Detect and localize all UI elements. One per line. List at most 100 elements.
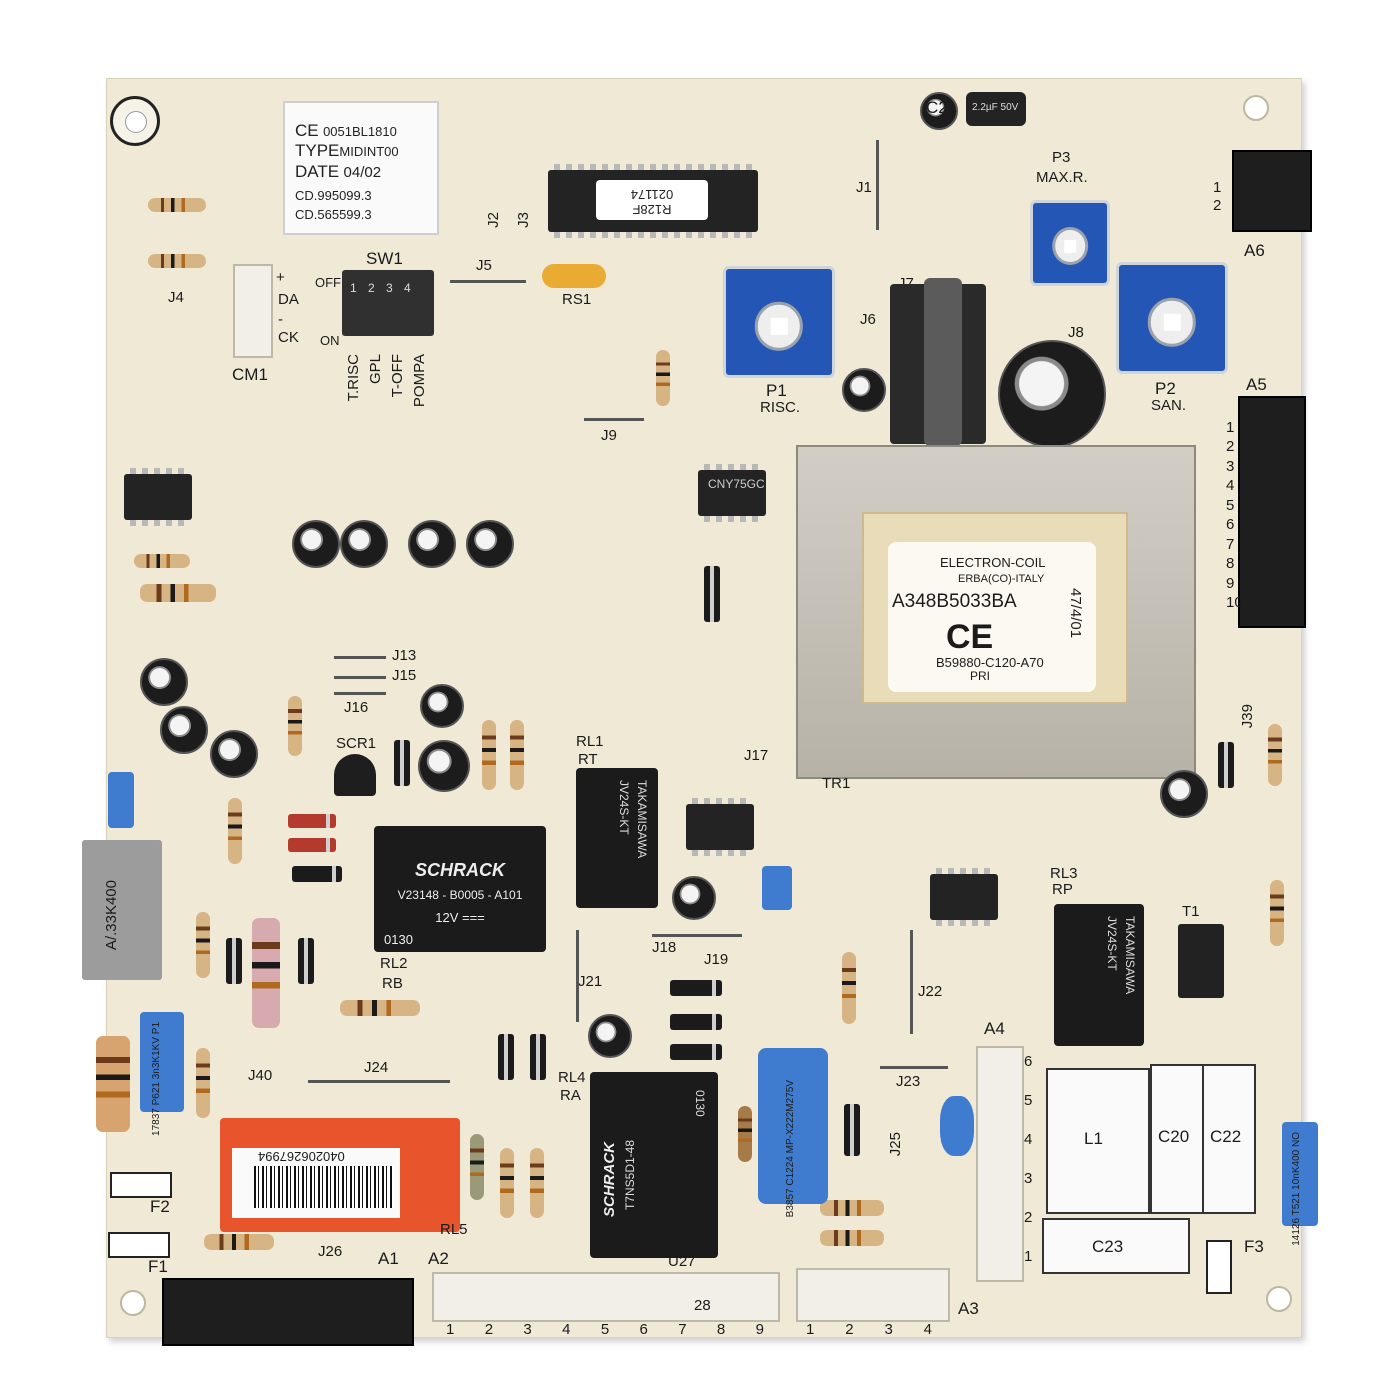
j24-wire — [308, 1080, 450, 1083]
c2-value: 2.2µF 50V — [972, 102, 1019, 113]
a4-pin: 4 — [1024, 1131, 1033, 1148]
resistor-v-5 — [1268, 724, 1282, 786]
a2-pin: 2 — [484, 1321, 494, 1338]
j23-label: J23 — [896, 1073, 921, 1090]
transformer-label — [888, 542, 1096, 692]
fuse-f3 — [1206, 1240, 1232, 1294]
a4-pin: 6 — [1024, 1053, 1033, 1070]
cm1-label: CM1 — [232, 365, 268, 384]
a4-connector — [976, 1046, 1024, 1282]
a6-label: A6 — [1244, 241, 1265, 260]
diode-6 — [298, 938, 314, 984]
a2-pin: 5 — [600, 1321, 610, 1338]
diode-7 — [1218, 742, 1234, 788]
optocoupler-2 — [698, 464, 766, 522]
resistor-v-7 — [842, 952, 856, 1024]
rl5-barcode — [254, 1166, 394, 1208]
type-key: TYPE — [295, 141, 340, 160]
f1-label: F1 — [148, 1257, 168, 1276]
a4-pin: 1 — [1024, 1248, 1033, 1265]
blue-cap-3-text: 14126 T521 10nK400 NO — [1291, 1132, 1302, 1246]
j2-label: J2 — [485, 212, 502, 228]
capacitor-left-1 — [140, 658, 188, 706]
rl1-label: RL1 — [576, 733, 604, 750]
capacitor-c20 — [1150, 1064, 1204, 1214]
a2-pin: 7 — [678, 1321, 687, 1338]
rl2-sub: RB — [382, 975, 403, 992]
resistor-v-3 — [510, 720, 524, 790]
resistor-top-left-1 — [148, 198, 206, 212]
j22-label: J22 — [918, 983, 943, 1000]
eprom-line-2: 021174 — [630, 187, 674, 202]
ferrite-core-center — [924, 278, 962, 446]
rl2-model: V23148 - B0005 - A101 — [397, 888, 523, 902]
date-value: 04/02 — [343, 164, 382, 181]
a6-pin-1: 1 — [1213, 179, 1222, 196]
j16-wire — [334, 692, 386, 695]
resistor-v-6 — [1270, 880, 1284, 946]
a4-label: A4 — [984, 1019, 1005, 1038]
tr-model: A348B5033BA — [892, 591, 1017, 612]
rl1-model: JV24S-KT — [617, 780, 631, 835]
rl2-brand: SCHRACK — [415, 860, 505, 880]
sw1-func-2: GPL — [367, 354, 384, 385]
a5-pin: 4 — [1226, 477, 1235, 495]
a6-connector — [1232, 150, 1312, 232]
cm1-pin-2: DA — [278, 291, 299, 308]
capacitor-c22 — [1202, 1064, 1256, 1214]
scr1-thyristor — [334, 754, 376, 796]
cd-code-2: CD.565599.3 — [295, 207, 372, 222]
rl5-label: RL5 — [440, 1221, 468, 1238]
resistor-v-12 — [470, 1134, 484, 1200]
optocoupler-4 — [930, 868, 998, 926]
j26-label: J26 — [318, 1243, 343, 1260]
rl4-model: T7NS5D1-48 — [623, 1140, 637, 1211]
blue-cap-1-text: 17837 P621 3n3K1KV P1 — [151, 1022, 162, 1136]
rl4-label: RL4 — [558, 1069, 586, 1086]
cm1-connector — [233, 264, 273, 358]
capacitor-left-4 — [420, 684, 464, 728]
blue-capacitor-tiny-1 — [762, 866, 792, 910]
blue-cap-2-text: B3857 C1224 MP-X222M275V — [785, 1080, 796, 1218]
a5-pin: 3 — [1226, 457, 1235, 475]
mounting-hole-top-left — [110, 96, 160, 146]
l1-label: L1 — [1084, 1129, 1103, 1148]
j9-wire — [584, 418, 644, 421]
sw1-func-1: T.RISC — [345, 354, 362, 402]
optocoupler-1 — [124, 468, 192, 526]
a3-connector — [796, 1268, 950, 1322]
cm1-pin-1: + — [276, 269, 285, 286]
resistor-h-bottom-3 — [204, 1234, 274, 1250]
a3-pin-labels: 1 2 3 4 — [806, 1322, 932, 1337]
tr-brand: ELECTRON-COIL — [940, 555, 1046, 570]
a6-pin-2: 2 — [1213, 197, 1222, 214]
capacitor-row-2 — [340, 520, 388, 568]
resistor-h-bottom-2 — [820, 1230, 884, 1246]
potentiometer-p1[interactable] — [723, 266, 835, 378]
tr1-label: TR1 — [822, 775, 851, 792]
a2-connector — [432, 1272, 780, 1322]
rl4-sub: RA — [560, 1087, 581, 1104]
blue-capacitor-3 — [1282, 1122, 1318, 1226]
resistor-top-left-2 — [148, 254, 206, 268]
cm1-pin-3: - — [278, 311, 283, 328]
capacitor-left-2 — [160, 706, 208, 754]
small-capacitor-near-ferrite — [842, 368, 886, 412]
mounting-hole-bottom-left — [120, 1290, 146, 1316]
c22-label: C22 — [1210, 1127, 1242, 1146]
mounting-hole-bottom-right — [1266, 1286, 1292, 1312]
a2-pin: 9 — [755, 1321, 764, 1338]
potentiometer-p3[interactable] — [1030, 200, 1110, 286]
potentiometer-p2[interactable] — [1116, 262, 1228, 374]
diode-mid-1 — [704, 566, 720, 622]
a5-connector — [1238, 396, 1306, 628]
rl4-code: 0130 — [693, 1090, 707, 1117]
resistor-big-bottom-left — [96, 1036, 130, 1132]
a5-pin: 8 — [1226, 555, 1235, 573]
c2-label: C2 — [926, 98, 948, 117]
j17-label: J17 — [744, 747, 769, 764]
type-label-sticker: CE 0051BL1810 TYPEMIDINT00 DATE 04/02 CD… — [283, 101, 439, 235]
j18-label: J18 — [652, 939, 677, 956]
j23-wire — [880, 1066, 948, 1069]
fuse-f1 — [108, 1232, 170, 1258]
